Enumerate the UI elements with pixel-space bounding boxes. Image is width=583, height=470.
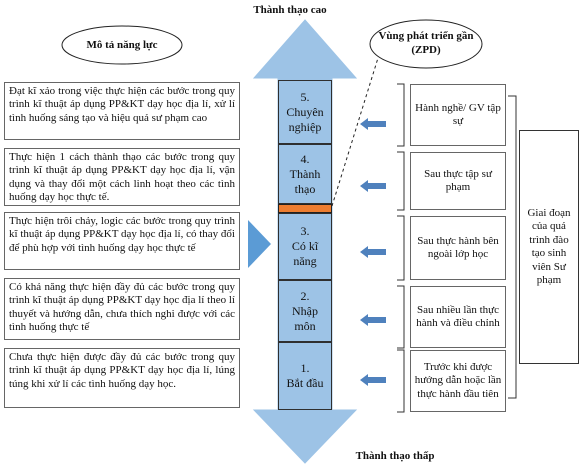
zpd-item-3: Sau thực hành bên ngoài lớp học	[410, 216, 506, 280]
current-level-highlight	[278, 204, 332, 213]
zpd-item-2: Sau thực tập sư phạm	[410, 152, 506, 210]
zpd-arrow-2	[360, 180, 386, 192]
bracket-5	[397, 349, 405, 413]
competency-oval	[61, 25, 183, 65]
zpd-dashed-line	[331, 57, 379, 207]
stage-label: thạo	[294, 181, 316, 196]
competency-description-1: Chưa thực hiện được đầy đủ các bước tron…	[4, 348, 240, 408]
stage-5: 5. Chuyên nghiệp	[278, 80, 332, 144]
stage-label: Chuyên	[286, 104, 324, 119]
stage-label: Nhập	[292, 303, 318, 318]
zpd-arrows	[360, 118, 386, 386]
stage-label: môn	[294, 318, 316, 333]
stage-4: 4. Thành thạo	[278, 144, 332, 204]
zpd-arrow-4	[360, 314, 386, 326]
zpd-arrow-1	[360, 118, 386, 130]
zpd-header-line1: Vùng phát triển gần	[378, 30, 474, 42]
stage-number: 1.	[300, 361, 310, 375]
stage-number: 5.	[300, 89, 310, 104]
bracket-training	[508, 95, 517, 399]
zpd-item-5: Trước khi được hướng dẫn hoặc lần thực h…	[410, 350, 506, 412]
stage-2: 2. Nhập môn	[278, 280, 332, 342]
bracket-1	[397, 83, 405, 147]
stage-number: 3.	[300, 224, 310, 238]
stage-label: Thành	[289, 166, 321, 181]
stage-label: nghiệp	[288, 119, 322, 134]
stage-3: 3. Có kĩ năng	[278, 213, 332, 280]
zpd-item-1: Hành nghề/ GV tập sự	[410, 84, 506, 146]
stage-number: 4.	[300, 151, 310, 166]
pointer-triangle	[248, 220, 271, 268]
bottom-label: Thành thạo thấp	[355, 450, 435, 462]
zpd-item-4: Sau nhiều lần thực hành và điều chỉnh	[410, 286, 506, 348]
stage-number: 2.	[300, 288, 310, 303]
training-period-box: Giai đoạn của quá trình đào tạo sinh viê…	[519, 130, 579, 364]
competency-description-3: Thực hiện trôi chảy, logic các bước tron…	[4, 212, 240, 270]
bracket-3	[397, 215, 405, 281]
zpd-oval	[369, 19, 483, 69]
stage-label: năng	[293, 254, 317, 268]
top-label: Thành thạo cao	[253, 4, 327, 16]
competency-description-4: Thực hiện 1 cách thành thạo các bước tro…	[4, 148, 240, 206]
zpd-header-line2: (ZPD)	[411, 44, 441, 56]
stage-1: 1. Bắt đầu	[278, 342, 332, 410]
stage-label: Có kĩ	[291, 239, 319, 253]
competency-description-5: Đạt kĩ xảo trong việc thực hiện các bước…	[4, 82, 240, 140]
competency-header: Mô tả năng lực	[86, 39, 158, 51]
competency-description-2: Có khả năng thực hiện đầy đủ các bước tr…	[4, 278, 240, 340]
stage-label: Bắt đầu	[286, 376, 324, 390]
bracket-4	[397, 285, 405, 349]
bracket-2	[397, 151, 405, 211]
zpd-header: Vùng phát triển gần (ZPD)	[372, 29, 480, 57]
zpd-arrow-3	[360, 246, 386, 258]
zpd-arrow-5	[360, 374, 386, 386]
zpd-brackets	[397, 83, 517, 413]
